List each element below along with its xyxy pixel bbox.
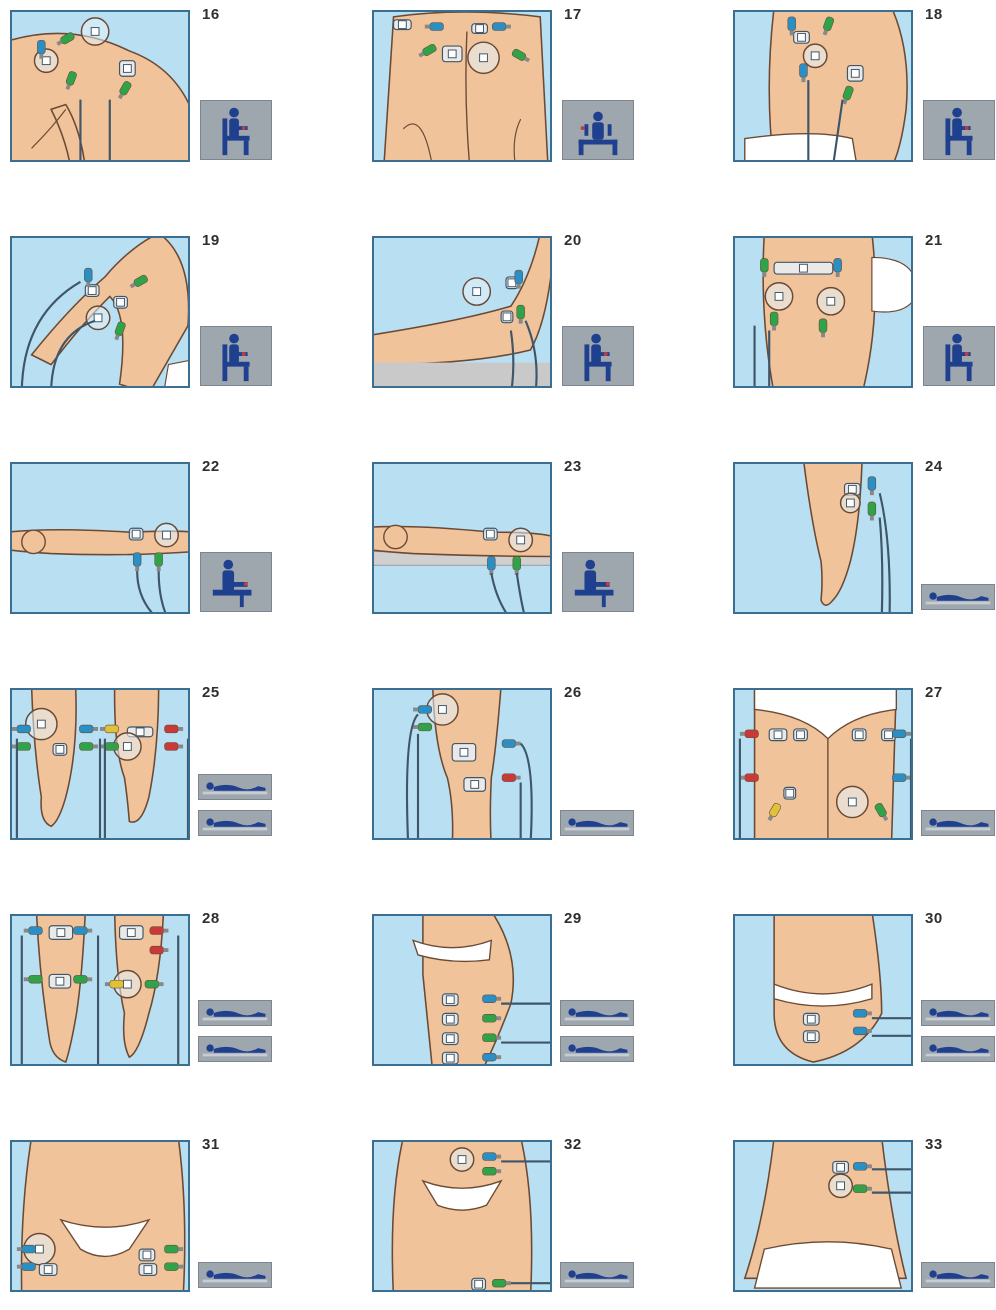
electrode-placement-illustration [372,1140,552,1292]
panel-number: 28 [202,910,220,927]
panel-number: 21 [925,232,943,249]
panel-number: 20 [564,232,582,249]
placement-panel: 26 [362,678,662,858]
lying-icon [198,810,272,836]
lying-icon [560,810,634,836]
electrode-placement-illustration [733,462,913,614]
placement-panel: 32 [362,1130,662,1310]
sitting-icon [923,326,995,386]
lying-icon [921,1000,995,1026]
electrode-placement-illustration [733,1140,913,1292]
electrode-placement-illustration [372,688,552,840]
panel-number: 17 [564,6,582,23]
lying-icon [560,1262,634,1288]
sitting-icon [562,326,634,386]
panel-number: 25 [202,684,220,701]
panel-number: 33 [925,1136,943,1153]
placement-panel: 28 [0,904,300,1084]
panel-number: 24 [925,458,943,475]
electrode-placement-illustration [10,914,190,1066]
electrode-placement-illustration [733,688,913,840]
placement-panel: 20 [362,226,662,406]
electrode-placement-illustration [372,236,552,388]
placement-panel: 17 [362,0,662,180]
sitting-front-icon [562,100,634,160]
electrode-placement-illustration [10,236,190,388]
placement-panel: 16 [0,0,300,180]
placement-panel: 19 [0,226,300,406]
sitting-icon [200,326,272,386]
lying-icon [560,1000,634,1026]
lying-icon [921,1262,995,1288]
panel-number: 22 [202,458,220,475]
placement-panel: 29 [362,904,662,1084]
electrode-placement-illustration [733,914,913,1066]
lying-icon [198,1262,272,1288]
sitting-icon [923,100,995,160]
electrode-placement-illustration [372,462,552,614]
panel-number: 19 [202,232,220,249]
electrode-placement-illustration [10,462,190,614]
lying-icon [198,774,272,800]
lying-icon [560,1036,634,1062]
placement-panel: 21 [723,226,996,406]
placement-panel: 22 [0,452,300,632]
placement-panel: 27 [723,678,996,858]
electrode-placement-illustration [10,10,190,162]
placement-panel: 33 [723,1130,996,1310]
electrode-placement-illustration [372,914,552,1066]
panel-number: 30 [925,910,943,927]
sitting-table-icon [562,552,634,612]
placement-panel: 25 [0,678,300,858]
electrode-placement-illustration [733,10,913,162]
panel-number: 18 [925,6,943,23]
lying-icon [921,810,995,836]
electrode-placement-illustration [733,236,913,388]
lying-icon [921,584,995,610]
placement-panel: 23 [362,452,662,632]
panel-number: 27 [925,684,943,701]
lying-icon [198,1000,272,1026]
panel-number: 29 [564,910,582,927]
lying-icon [198,1036,272,1062]
electrode-placement-illustration [372,10,552,162]
electrode-placement-illustration [10,688,190,840]
lying-icon [921,1036,995,1062]
electrode-placement-illustration [10,1140,190,1292]
panel-number: 16 [202,6,220,23]
placement-panel: 24 [723,452,996,632]
panel-number: 31 [202,1136,220,1153]
placement-panel: 31 [0,1130,300,1310]
sitting-table-icon [200,552,272,612]
placement-panel: 30 [723,904,996,1084]
panel-number: 32 [564,1136,582,1153]
placement-panel: 18 [723,0,996,180]
panel-number: 23 [564,458,582,475]
sitting-icon [200,100,272,160]
panel-number: 26 [564,684,582,701]
